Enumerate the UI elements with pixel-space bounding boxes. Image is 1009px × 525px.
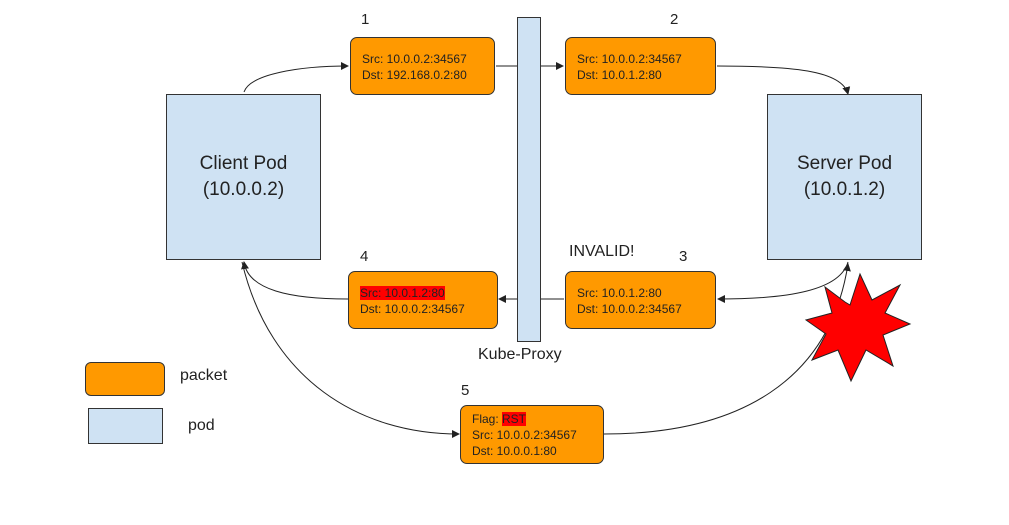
packet-1: Src: 10.0.0.2:34567 Dst: 192.168.0.2:80 (350, 37, 495, 95)
invalid-label: INVALID! (569, 243, 635, 260)
packet-2: Src: 10.0.0.2:34567 Dst: 10.0.1.2:80 (565, 37, 716, 95)
packet-1-dst: Dst: 192.168.0.2:80 (362, 68, 467, 82)
packet-3-src: Src: 10.0.1.2:80 (577, 286, 662, 300)
packet-4: Src: 10.0.1.2:80 Dst: 10.0.0.2:34567 (348, 271, 498, 329)
client-pod: Client Pod (10.0.0.2) (166, 94, 321, 260)
packet-5-flag-prefix: Flag: (472, 412, 503, 426)
explosion-icon (804, 272, 912, 383)
arrow-client-to-packet5 (241, 261, 460, 438)
kube-proxy-bar (517, 17, 541, 342)
packet-5: Flag: RST Src: 10.0.0.2:34567 Dst: 10.0.… (460, 405, 604, 464)
packet-4-dst: Dst: 10.0.0.2:34567 (360, 302, 465, 316)
packet-5-src: Src: 10.0.0.2:34567 (472, 428, 577, 442)
server-pod-ip: (10.0.1.2) (803, 179, 886, 200)
server-pod: Server Pod (10.0.1.2) (767, 94, 922, 260)
packet-5-dst: Dst: 10.0.0.1:80 (472, 444, 557, 458)
client-pod-ip: (10.0.0.2) (202, 179, 285, 200)
kube-proxy-label: Kube-Proxy (478, 346, 562, 363)
packet-3-number: 3 (679, 248, 688, 265)
client-pod-name: Client Pod (199, 153, 288, 174)
legend-pod-label: pod (188, 417, 215, 434)
packet-5-number: 5 (461, 382, 470, 399)
legend-packet-swatch (85, 362, 165, 396)
legend-packet-label: packet (180, 367, 228, 384)
packet-4-number: 4 (360, 248, 369, 265)
arrow-client-to-packet1 (243, 62, 349, 93)
packet-2-src: Src: 10.0.0.2:34567 (577, 52, 682, 66)
packet-5-flag-rst: RST (502, 412, 527, 426)
packet-1-number: 1 (361, 11, 370, 28)
arrow-packet2-to-server (716, 65, 851, 95)
arrow-packet4-to-client (241, 261, 349, 300)
packet-3-dst: Dst: 10.0.0.2:34567 (577, 302, 682, 316)
packet-1-src: Src: 10.0.0.2:34567 (362, 52, 467, 66)
legend-pod-swatch (88, 408, 163, 444)
packet-2-number: 2 (670, 11, 679, 28)
packet-3: Src: 10.0.1.2:80 Dst: 10.0.0.2:34567 (565, 271, 716, 329)
server-pod-name: Server Pod (796, 153, 893, 174)
packet-2-dst: Dst: 10.0.1.2:80 (577, 68, 662, 82)
packet-4-src-invalid: Src: 10.0.1.2:80 (360, 286, 445, 300)
